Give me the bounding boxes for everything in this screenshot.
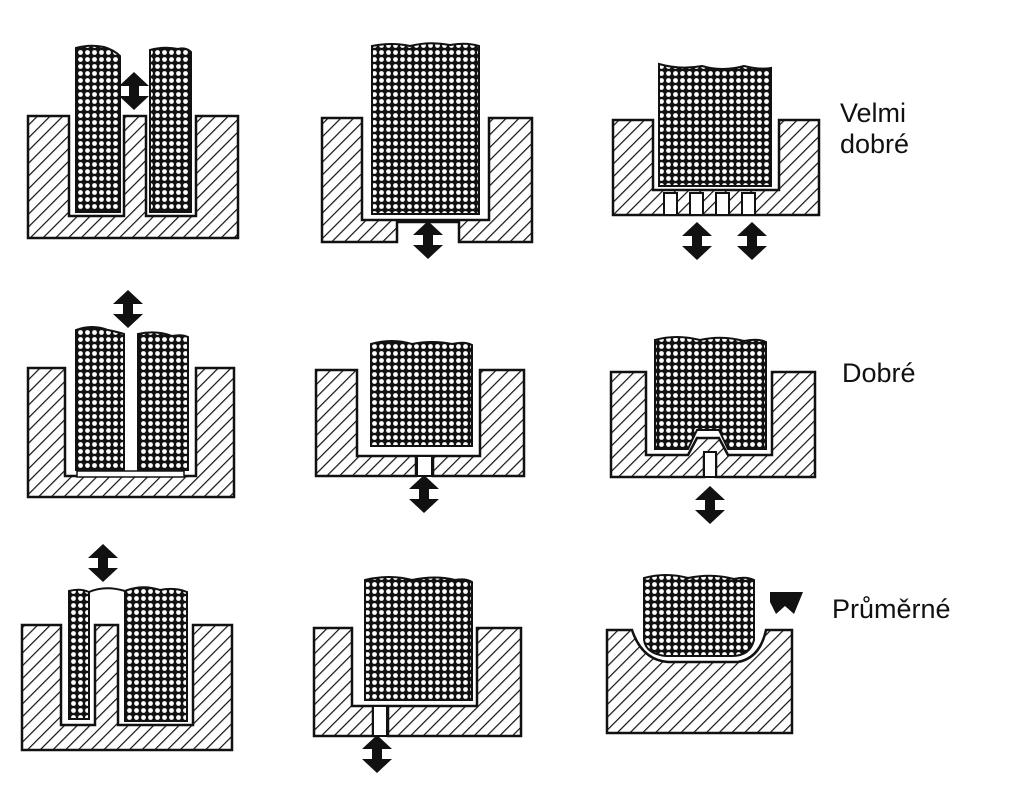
diagram-panel-r1-c3 <box>611 62 821 260</box>
vent-arrow-icon <box>682 222 712 260</box>
vent-arrow-icon <box>695 486 725 524</box>
diagram-panel-r2-c3 <box>609 336 817 524</box>
diagram-panel-r2-c2 <box>314 340 526 513</box>
diagram-panel-r3-c3 <box>605 574 803 735</box>
vent-slot <box>416 455 433 477</box>
mold-block <box>320 116 534 244</box>
vent-slot <box>663 192 678 216</box>
vent-channel <box>76 470 185 478</box>
part-right-wall <box>149 46 192 213</box>
vent-arrow-icon <box>413 221 443 259</box>
diagram-panel-r3-c2 <box>312 576 523 773</box>
mold-block <box>26 366 236 499</box>
part-block <box>370 340 473 447</box>
part-left-wall <box>75 326 125 471</box>
row-label-prumerne: Průměrné <box>832 594 951 625</box>
row-label-line: Velmi dobré <box>840 98 910 159</box>
vent-slot <box>741 192 756 216</box>
part-bridge <box>88 587 126 593</box>
vent-arrow-icon <box>409 475 439 513</box>
row-label-velmi-dobre: Velmi dobré <box>840 98 909 160</box>
part-block <box>371 42 480 215</box>
mold-block <box>611 118 821 217</box>
diagram-panel-r1-c2 <box>320 42 534 259</box>
vent-slot <box>715 192 730 216</box>
vent-arrow-icon <box>113 290 143 328</box>
part-left-wall <box>75 44 121 213</box>
row-label-line: Dobré <box>842 358 916 388</box>
diagram-panel-r3-c1 <box>20 544 234 752</box>
mold-block <box>20 623 234 752</box>
vent-slot <box>372 705 388 737</box>
diagram-panel-r1-c1 <box>26 44 240 240</box>
part-block <box>658 62 772 187</box>
part-block <box>364 576 473 701</box>
vent-arrow-icon <box>119 72 149 110</box>
vent-arrow-icon <box>737 222 767 260</box>
mold-block <box>605 628 794 735</box>
mold-block <box>26 114 240 240</box>
vent-slot <box>689 192 704 216</box>
part-block <box>654 336 767 450</box>
vent-slot <box>703 451 717 478</box>
vent-arrow-icon <box>362 735 392 773</box>
diagram-panel-r2-c1 <box>26 290 236 499</box>
vent-arrow-icon <box>88 544 118 582</box>
part-right-wall <box>137 331 189 471</box>
row-label-dobre: Dobré <box>842 358 916 389</box>
row-label-line: Průměrné <box>832 594 951 624</box>
part-block <box>643 574 755 657</box>
arrow-diagonal-icon <box>770 592 803 614</box>
part-right-wall <box>124 586 188 722</box>
part-left-wall <box>68 588 90 720</box>
